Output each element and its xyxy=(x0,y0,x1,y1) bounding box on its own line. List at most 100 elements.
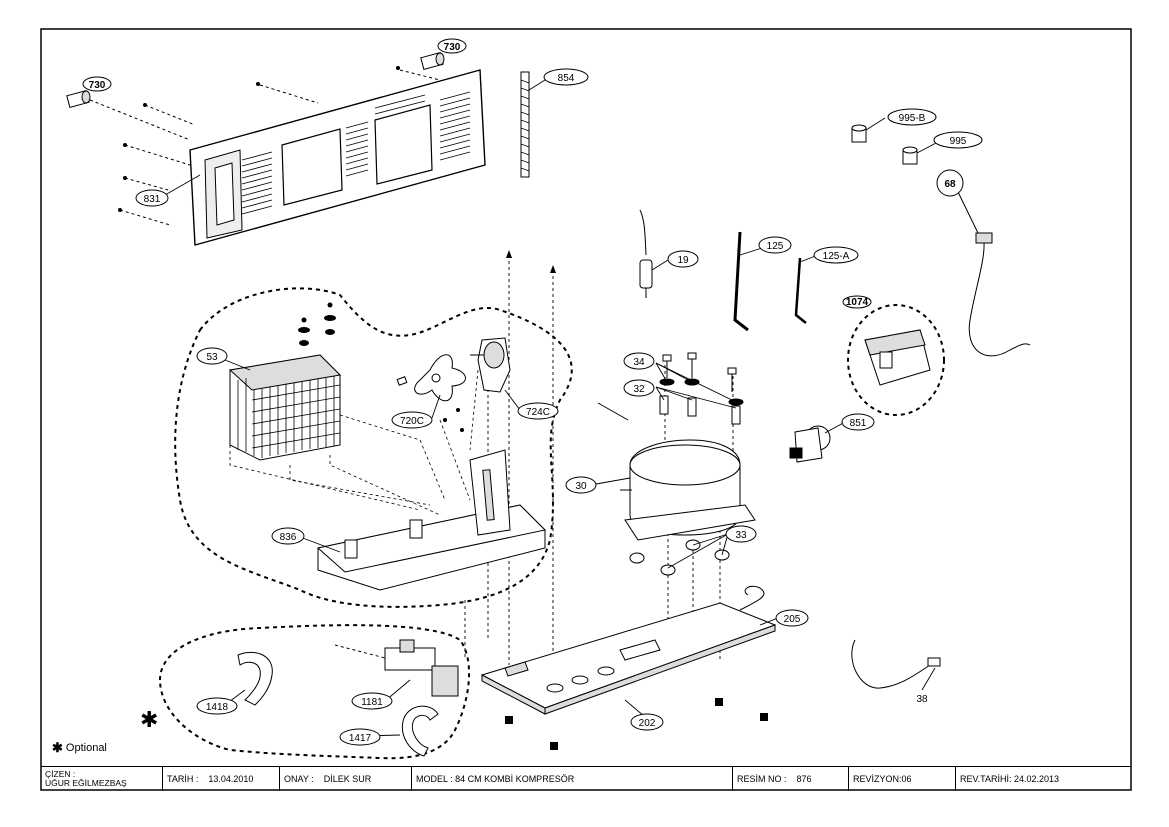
svg-text:724C: 724C xyxy=(526,407,550,418)
svg-text:125: 125 xyxy=(767,241,784,252)
fan-motor-724c xyxy=(470,337,511,393)
water-valve-1181 xyxy=(334,639,459,697)
star-icon: ✱ xyxy=(52,740,63,755)
approval-cell: ONAY : DİLEK SUR xyxy=(280,767,412,791)
power-cord-68 xyxy=(957,191,1031,357)
svg-text:30: 30 xyxy=(575,481,587,492)
date-label: TARİH : xyxy=(167,774,199,784)
callout-125: 125 xyxy=(758,236,792,254)
leader-lines xyxy=(164,79,939,737)
svg-text:854: 854 xyxy=(558,73,575,84)
spacers-32 xyxy=(659,378,744,425)
svg-text:38: 38 xyxy=(916,694,928,705)
svg-text:1181: 1181 xyxy=(361,697,383,708)
callout-1418: 1418 xyxy=(196,697,238,715)
cap-995 xyxy=(902,146,918,165)
bushing-730-right xyxy=(420,52,445,70)
svg-text:34: 34 xyxy=(633,357,645,368)
revision-date-text: REV.TARİHİ: 24.02.2013 xyxy=(960,774,1060,784)
callout-205: 205 xyxy=(775,609,809,627)
svg-text:720C: 720C xyxy=(400,416,424,427)
model-cell: MODEL : 84 CM KOMBİ KOMPRESÖR xyxy=(412,767,733,791)
cap-995-b xyxy=(851,124,867,143)
callout-1417: 1417 xyxy=(339,728,381,746)
callout-202: 202 xyxy=(630,713,664,731)
arrow-up-2 xyxy=(550,265,556,273)
callout-33: 33 xyxy=(725,525,757,543)
model-text: MODEL : 84 CM KOMBİ KOMPRESÖR xyxy=(416,774,575,784)
callout-30: 30 xyxy=(565,476,597,494)
svg-text:730: 730 xyxy=(89,80,106,91)
callout-831: 831 xyxy=(135,189,169,207)
callout-53: 53 xyxy=(196,347,228,365)
callout-854: 854 xyxy=(543,68,589,86)
date-value: 13.04.2010 xyxy=(208,774,254,784)
drawing-number-label: RESİM NO : xyxy=(737,774,787,784)
tube-125-a xyxy=(794,257,807,324)
relay-1074 xyxy=(864,329,931,386)
svg-text:831: 831 xyxy=(144,194,161,205)
tube-125 xyxy=(733,231,749,332)
base-plate-202 xyxy=(480,602,777,715)
callout-19: 19 xyxy=(667,250,699,268)
callout-1181: 1181 xyxy=(351,692,393,710)
svg-text:851: 851 xyxy=(850,418,867,429)
svg-text:995-B: 995-B xyxy=(899,113,926,124)
svg-text:68: 68 xyxy=(944,179,956,190)
svg-text:1417: 1417 xyxy=(349,733,372,744)
condenser-53 xyxy=(228,354,342,461)
arrow-up-1 xyxy=(506,250,512,258)
revision-text: REVİZYON:06 xyxy=(853,774,912,784)
callout-730-right: 730 xyxy=(437,38,467,54)
callout-1074: 1074 xyxy=(842,295,872,309)
drawing-number-cell: RESİM NO : 876 xyxy=(733,767,849,791)
callout-724c: 724C xyxy=(517,402,559,420)
optional-group-outline-2 xyxy=(158,624,471,760)
relay-851 xyxy=(789,425,831,463)
svg-text:205: 205 xyxy=(784,614,801,625)
callout-38: 38 xyxy=(916,694,928,705)
optional-legend-label: Optional xyxy=(65,742,107,754)
callout-34: 34 xyxy=(623,352,655,370)
optional-legend: ✱ Optional xyxy=(52,740,107,756)
callout-32: 32 xyxy=(623,379,655,397)
svg-text:125-A: 125-A xyxy=(823,251,850,262)
date-cell: TARİH : 13.04.2010 xyxy=(163,767,280,791)
page-border xyxy=(40,28,1132,791)
base-bolts xyxy=(505,698,768,750)
drawn-by-cell: ÇİZEN : UĞUR EĞİLMEZBAŞ xyxy=(41,767,163,791)
back-cover-panel xyxy=(189,69,486,246)
callout-995: 995 xyxy=(933,131,983,149)
callout-125-a: 125-A xyxy=(813,246,859,264)
svg-text:1074: 1074 xyxy=(846,297,869,308)
drawn-by-label: ÇİZEN : xyxy=(45,769,76,779)
callout-995-b: 995-B xyxy=(887,108,937,126)
svg-text:32: 32 xyxy=(633,384,645,395)
fan-blade-720c xyxy=(396,354,466,402)
pointer-line xyxy=(597,402,629,421)
hose-1418 xyxy=(237,651,273,706)
wire-205 xyxy=(739,585,765,611)
svg-text:33: 33 xyxy=(735,530,747,541)
hose-1417 xyxy=(402,705,439,757)
svg-text:730: 730 xyxy=(444,42,461,53)
approval-value: DİLEK SUR xyxy=(323,774,372,784)
svg-text:1418: 1418 xyxy=(206,702,229,713)
screws-34 xyxy=(662,352,737,392)
thermostat-19 xyxy=(639,209,653,298)
callout-730-left: 730 xyxy=(82,76,112,92)
threaded-rod-854 xyxy=(520,71,530,178)
fan-screws xyxy=(298,302,464,432)
compressor-30 xyxy=(620,439,756,541)
svg-text:19: 19 xyxy=(677,255,689,266)
group1-lines xyxy=(229,369,479,516)
optional-group-outline-3 xyxy=(847,304,945,416)
callout-68: 68 xyxy=(936,169,964,197)
cable-38 xyxy=(851,639,941,689)
svg-text:836: 836 xyxy=(280,532,297,543)
drawn-by-value: UĞUR EĞİLMEZBAŞ xyxy=(45,778,127,788)
optional-star-marker: ✱ xyxy=(140,708,158,733)
optional-group-outline-1 xyxy=(174,287,573,608)
bushing-730-left xyxy=(66,90,91,108)
callout-836: 836 xyxy=(271,527,305,545)
